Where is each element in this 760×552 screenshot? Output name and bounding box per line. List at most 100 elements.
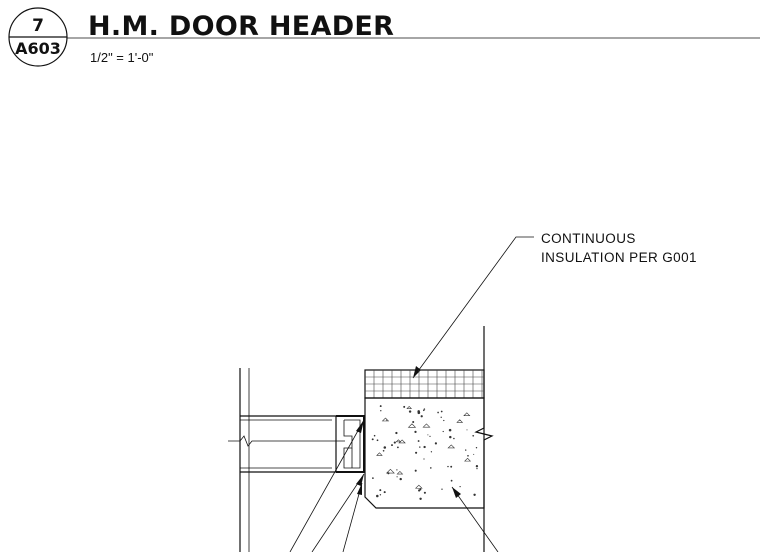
concrete-aggregate <box>456 419 464 423</box>
concrete-aggregate <box>429 467 432 469</box>
insulation-note-line1: CONTINUOUS <box>541 231 636 246</box>
concrete-aggregate <box>429 435 431 438</box>
concrete-aggregate <box>380 410 382 412</box>
concrete-aggregate <box>372 477 374 479</box>
concrete-aggregate <box>379 405 382 408</box>
concrete-aggregate <box>376 452 383 456</box>
concrete-aggregate <box>412 420 415 424</box>
leader-to-frame-1 <box>289 419 365 552</box>
concrete-aggregate <box>408 410 412 413</box>
concrete-aggregate <box>423 445 426 449</box>
door-frame-wall <box>239 368 250 552</box>
concrete-aggregate <box>476 467 478 470</box>
concrete-aggregate <box>450 479 453 482</box>
concrete-aggregate <box>430 451 433 453</box>
concrete-aggregate <box>386 419 387 421</box>
concrete-aggregate <box>465 449 467 451</box>
concrete-aggregate <box>373 434 376 437</box>
lower-leaders <box>289 419 499 552</box>
concrete-aggregate <box>398 439 406 444</box>
concrete-aggregate <box>437 411 439 414</box>
concrete-aggregate <box>472 434 475 437</box>
leader-arrow-lintel <box>452 487 461 498</box>
concrete-aggregate <box>395 431 398 435</box>
leader-to-frame-3 <box>342 482 363 552</box>
concrete-aggregate <box>376 494 379 498</box>
concrete-aggregate <box>376 439 379 442</box>
concrete-aggregate <box>440 410 443 413</box>
hm-frame-head <box>228 415 365 473</box>
concrete-aggregate <box>466 429 468 431</box>
concrete-aggregate <box>434 442 438 445</box>
concrete-lintel <box>364 397 494 509</box>
concrete-aggregate <box>475 447 478 449</box>
concrete-aggregate <box>415 451 418 454</box>
concrete-aggregate <box>383 491 386 494</box>
concrete-aggregate <box>423 491 426 494</box>
concrete-speckle <box>371 405 479 501</box>
concrete-aggregate <box>379 494 382 496</box>
concrete-aggregate <box>406 405 413 409</box>
concrete-aggregate <box>418 489 421 492</box>
concrete-aggregate <box>417 440 420 442</box>
concrete-aggregate <box>393 441 396 444</box>
concrete-aggregate <box>463 412 471 416</box>
concrete-aggregate <box>407 423 417 428</box>
concrete-aggregate <box>414 430 417 434</box>
leader-to-lintel <box>451 486 499 552</box>
leader-to-frame-2 <box>311 473 365 552</box>
leader-arrow-3 <box>357 483 362 495</box>
drawing-scale: 1/2" = 1'-0" <box>90 50 154 65</box>
concrete-aggregate <box>396 446 399 449</box>
concrete-aggregate <box>379 489 382 492</box>
concrete-aggregate <box>419 497 422 501</box>
leader-arrow-2 <box>356 474 364 486</box>
concrete-aggregate <box>399 477 402 481</box>
concrete-aggregate <box>427 434 429 436</box>
concrete-aggregate <box>422 423 431 428</box>
concrete-aggregate <box>467 454 469 457</box>
concrete-aggregate <box>464 457 472 462</box>
concrete-aggregate <box>414 469 417 472</box>
concrete-aggregate <box>419 446 421 448</box>
concrete-aggregate <box>371 438 374 441</box>
concrete-aggregate <box>414 484 423 489</box>
concrete-aggregate <box>391 444 393 447</box>
concrete-aggregate <box>442 430 444 433</box>
concrete-aggregate <box>440 416 442 418</box>
concrete-aggregate <box>420 415 423 418</box>
concrete-aggregate <box>403 405 406 408</box>
sheet-number: A603 <box>15 39 61 58</box>
concrete-aggregate <box>475 465 479 468</box>
frame-stop-return <box>343 419 361 469</box>
concrete-aggregate <box>423 458 425 460</box>
insulation-callout: CONTINUOUS INSULATION PER G001 <box>412 231 697 379</box>
concrete-aggregate <box>423 409 425 412</box>
concrete-aggregate <box>383 446 387 449</box>
concrete-aggregate <box>441 488 443 490</box>
masonry-wall <box>364 326 494 552</box>
concrete-aggregate <box>381 417 390 422</box>
concrete-aggregate <box>396 471 404 475</box>
concrete-aggregate <box>448 428 452 432</box>
concrete-aggregate <box>396 476 398 478</box>
concrete-aggregate <box>447 465 449 468</box>
concrete-aggregate <box>459 485 461 488</box>
concrete-aggregate <box>447 444 456 449</box>
concrete-aggregate <box>396 469 398 471</box>
concrete-aggregate <box>449 435 452 439</box>
concrete-aggregate <box>443 419 445 422</box>
concrete-aggregate <box>382 449 385 452</box>
insulation-note-line2: INSULATION PER G001 <box>541 250 697 265</box>
concrete-aggregate <box>423 408 426 410</box>
concrete-aggregate <box>473 453 475 455</box>
title-block: 7 A603 H.M. DOOR HEADER 1/2" = 1'-0" <box>8 7 760 67</box>
concrete-aggregate <box>417 410 420 413</box>
insulation-hatch <box>365 370 484 398</box>
concrete-aggregate <box>453 437 455 440</box>
leader-arrow-1 <box>356 420 364 433</box>
detail-title: H.M. DOOR HEADER <box>88 11 394 42</box>
concrete-aggregate <box>450 465 453 468</box>
detail-number: 7 <box>32 16 44 36</box>
